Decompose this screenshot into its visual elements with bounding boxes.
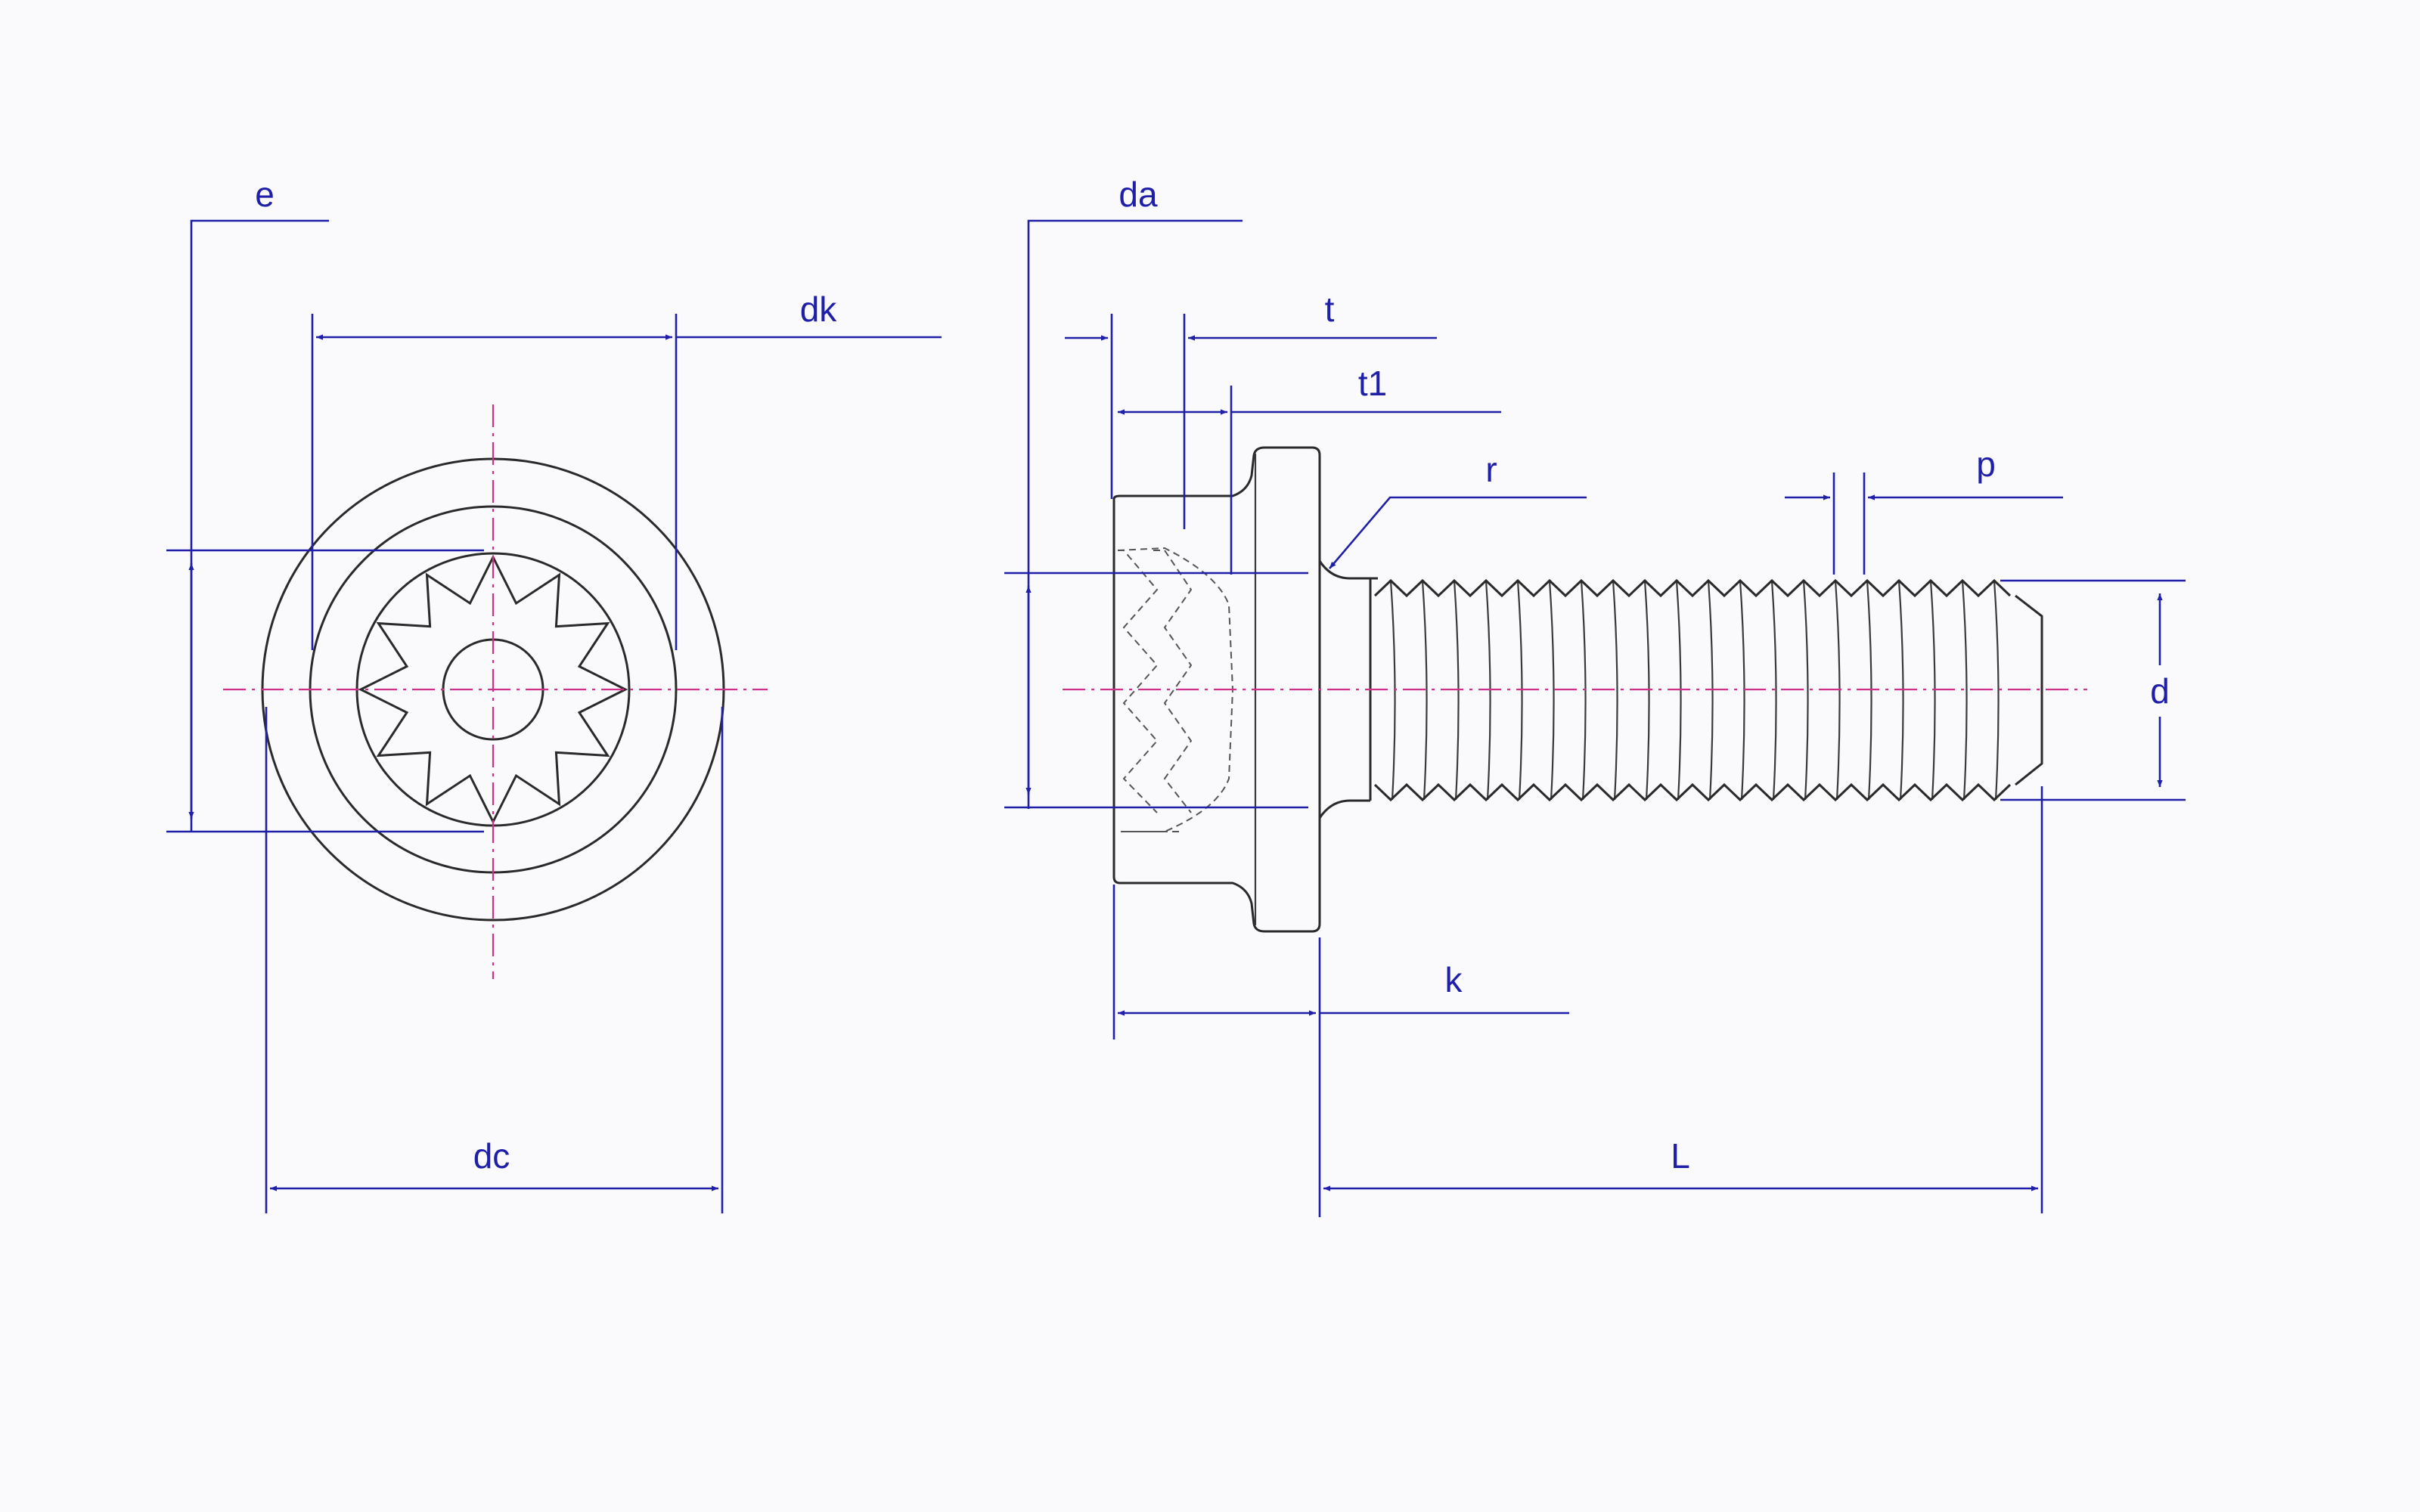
thread-top-edge: [1373, 578, 2012, 598]
label-e: e: [255, 175, 275, 214]
label-t1: t1: [1358, 364, 1387, 403]
dimension-t1: t1: [1118, 364, 1501, 575]
thread-crest-line: [1770, 580, 1777, 801]
thread-chamfered-end: [2015, 594, 2043, 786]
neck-top: [1318, 560, 1378, 580]
label-t: t: [1325, 290, 1335, 329]
thread-crest-line: [1548, 580, 1555, 801]
label-dk: dk: [800, 290, 838, 329]
thread-crest-line: [1993, 580, 2000, 801]
thread-crest-line: [1802, 580, 1809, 801]
dimension-t: t: [1065, 290, 1437, 529]
dimension-k: k: [1112, 885, 1569, 1217]
hidden-recess-inner-edge: [1118, 550, 1159, 813]
side-view: [1063, 446, 2087, 933]
label-L: L: [1671, 1136, 1690, 1176]
dimension-d: d: [2000, 579, 2186, 801]
label-d: d: [2150, 671, 2170, 711]
thread-crest-line: [1961, 580, 1968, 801]
neck-bottom: [1318, 799, 1370, 819]
label-p: p: [1976, 445, 1996, 484]
dimension-e: e: [166, 175, 484, 833]
dimension-p: p: [1785, 445, 2063, 575]
hidden-recess-flute-edge: [1153, 550, 1193, 813]
dimension-da: da: [1004, 175, 1308, 809]
label-r: r: [1485, 450, 1497, 489]
label-k: k: [1445, 960, 1463, 999]
label-dc: dc: [473, 1136, 510, 1176]
label-da: da: [1118, 175, 1158, 214]
dimension-dc: dc: [265, 707, 724, 1213]
head-flange-outline: [1112, 446, 1321, 933]
end-view: [223, 404, 768, 979]
thread-crest-line: [1612, 580, 1618, 801]
dimension-dk: dk: [311, 290, 942, 650]
thread-crest-line: [1421, 580, 1428, 801]
dimension-r: r: [1329, 450, 1587, 569]
thread-bottom-edge: [1373, 782, 2012, 802]
dimension-L: L: [1323, 786, 2043, 1213]
